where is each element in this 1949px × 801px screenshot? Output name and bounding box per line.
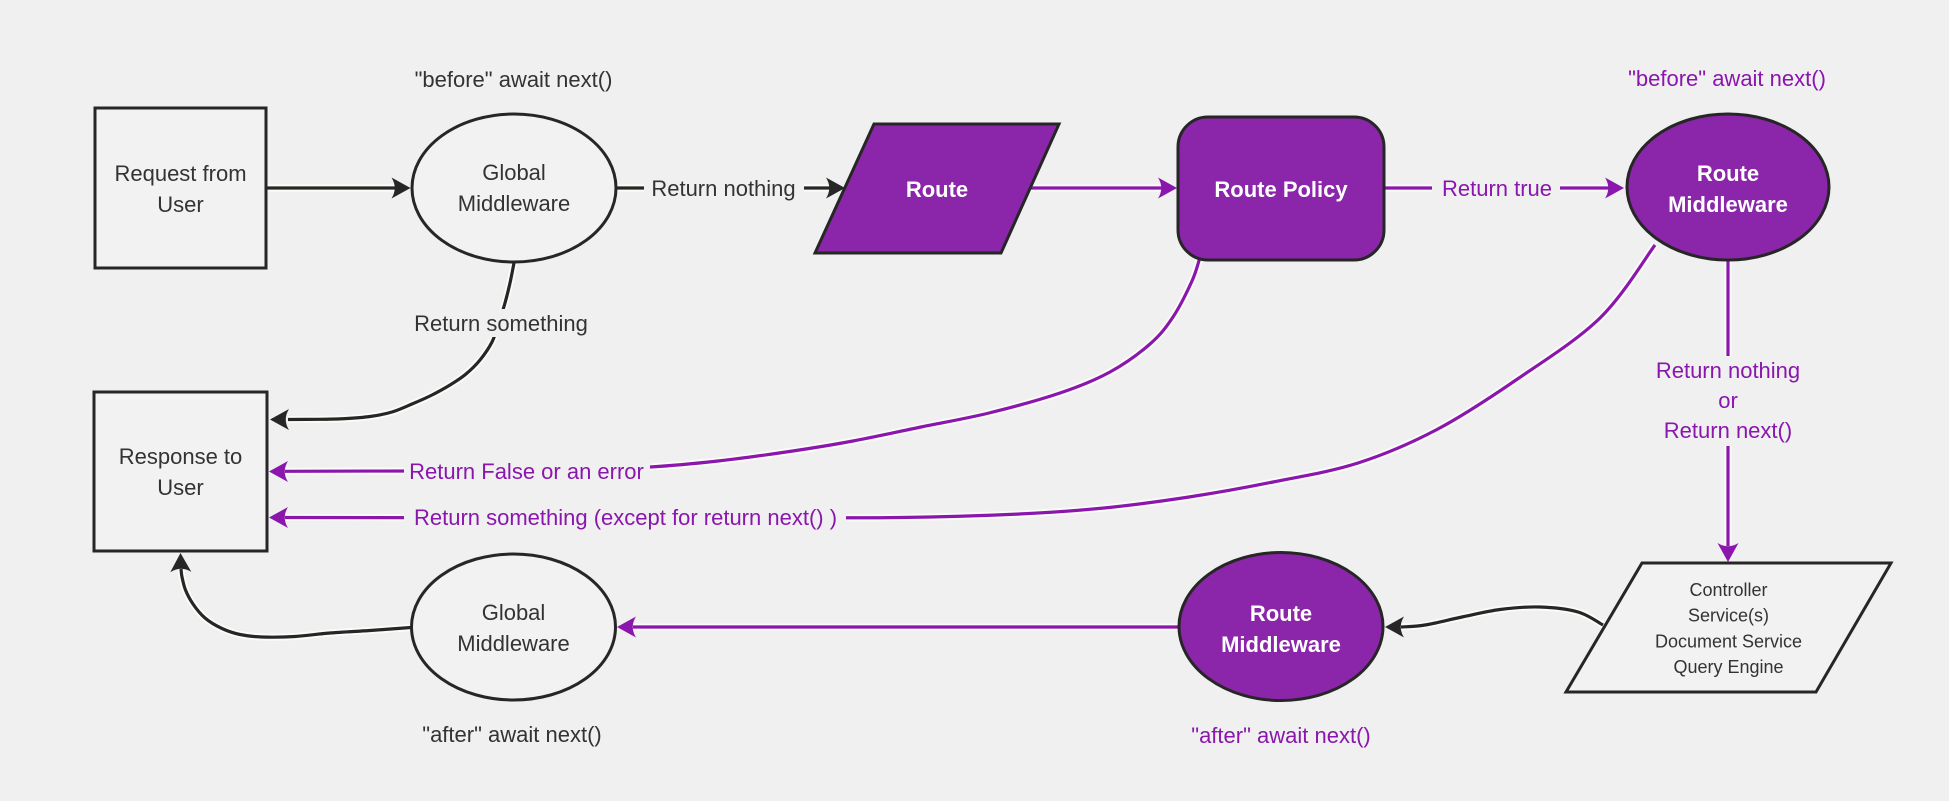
svg-text:Return False or an error: Return False or an error [409, 459, 644, 484]
svg-text:Return true: Return true [1442, 176, 1552, 201]
svg-text:Global: Global [482, 600, 546, 625]
svg-text:Document Service: Document Service [1655, 631, 1802, 651]
svg-text:Global: Global [482, 160, 546, 185]
svg-text:Middleware: Middleware [458, 191, 571, 216]
svg-text:Return something: Return something [414, 311, 588, 336]
svg-text:Route: Route [906, 177, 968, 202]
svg-text:Middleware: Middleware [1668, 192, 1788, 217]
svg-text:Query Engine: Query Engine [1673, 657, 1783, 677]
svg-text:Response to: Response to [119, 444, 243, 469]
svg-text:or: or [1718, 388, 1738, 413]
svg-text:"after" await next(): "after" await next() [1191, 723, 1370, 748]
svg-text:Return something (except for r: Return something (except for return next… [414, 505, 837, 530]
svg-text:Return nothing: Return nothing [1656, 358, 1800, 383]
svg-text:"before" await next(): "before" await next() [1628, 66, 1826, 91]
svg-text:Route Policy: Route Policy [1214, 177, 1348, 202]
svg-text:User: User [157, 192, 203, 217]
svg-text:Return nothing: Return nothing [651, 176, 795, 201]
svg-text:Middleware: Middleware [1221, 632, 1341, 657]
svg-text:Request from: Request from [114, 161, 246, 186]
svg-text:Service(s): Service(s) [1688, 606, 1769, 626]
svg-text:"before" await next(): "before" await next() [415, 67, 613, 92]
svg-text:User: User [157, 475, 203, 500]
svg-text:Controller: Controller [1689, 580, 1767, 600]
svg-text:Route: Route [1697, 161, 1759, 186]
svg-text:Route: Route [1250, 601, 1312, 626]
svg-text:"after" await next(): "after" await next() [422, 722, 601, 747]
svg-text:Return next(): Return next() [1664, 418, 1792, 443]
svg-text:Middleware: Middleware [457, 631, 570, 656]
